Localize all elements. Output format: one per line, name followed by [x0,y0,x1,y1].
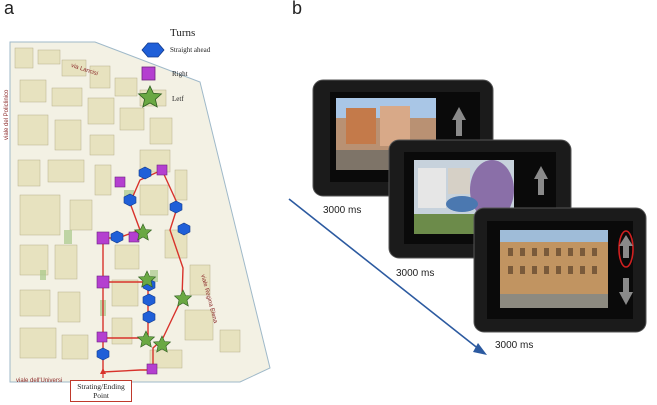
square-icon [96,231,110,245]
hexagon-icon [169,200,183,214]
arrow-down-icon [619,278,633,305]
timing-label-3: 3000 ms [495,340,534,351]
star-icon [133,223,153,241]
panel-label-a: a [4,0,15,18]
legend-title: Turns [170,27,196,39]
hexagon-icon [177,222,191,236]
start-label-line2: Point [93,391,109,400]
straight-ahead-markers [96,166,191,361]
legend-label-left: Letf [172,95,184,103]
square-icon [114,176,126,188]
start-end-point-box: Strating/Ending Point [70,380,132,402]
start-label-line1: Strating/Ending [77,382,125,391]
hexagon-icon [142,293,156,307]
hexagon-icon [110,230,124,244]
hexagon-icon [141,42,165,58]
square-icon [96,275,110,289]
arrow-up-icon [619,235,633,258]
star-icon [152,335,172,353]
arrow-up-icon [534,166,548,195]
timeline-arrow [288,198,487,355]
arrow-up-icon [452,107,466,136]
panel-label-b: b [292,0,303,18]
legend-label-right: Right [172,70,188,78]
hexagon-icon [138,166,152,180]
legend [137,42,165,108]
timing-label-1: 3000 ms [323,205,362,216]
hexagon-icon [142,310,156,324]
highlight-circle [618,230,634,268]
hexagon-icon [123,193,137,207]
square-icon [146,363,158,375]
star-icon [137,270,157,288]
star-icon [137,85,163,108]
right-turn-markers [96,164,168,375]
left-turn-markers [133,223,193,353]
timing-label-2: 3000 ms [396,268,435,279]
street-label-bottom: viale dell'Universi [16,378,63,384]
legend-label-straight: Straight ahead [170,46,211,54]
street-label-left: viale del Policlinico [4,89,10,140]
star-icon [173,289,193,307]
square-icon [156,164,168,176]
campus-map [9,41,271,383]
square-icon [96,331,108,343]
tablet-3 [473,207,647,333]
square-icon [128,231,140,243]
square-icon [141,66,156,81]
hexagon-icon [96,347,110,361]
star-icon [136,330,156,348]
